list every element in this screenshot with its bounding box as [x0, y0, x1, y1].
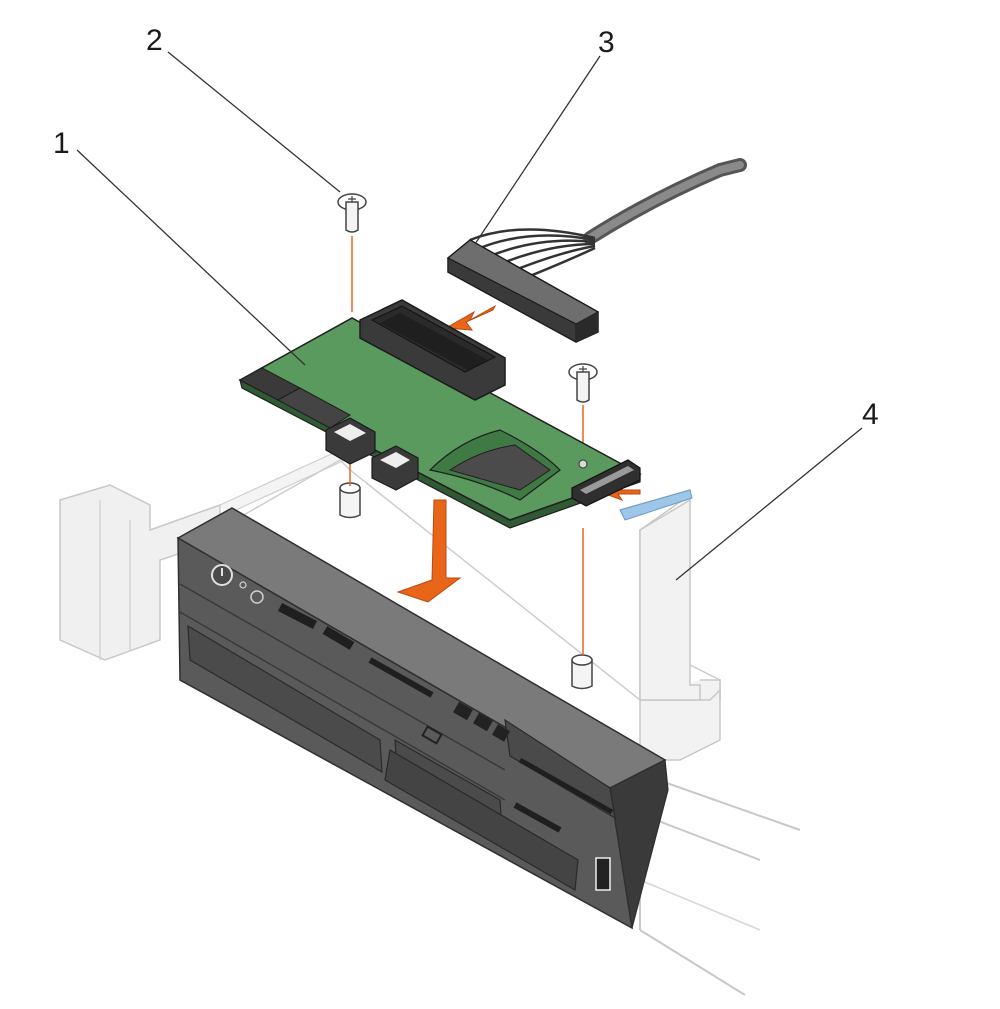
screw-icon [337, 193, 367, 233]
screw-icon [568, 363, 598, 403]
standoff-icon [339, 482, 361, 519]
front-control-panel [176, 507, 669, 930]
control-panel-board [238, 299, 642, 529]
callout-1: 1 [53, 127, 70, 160]
leader-line-1 [76, 149, 306, 366]
control-panel-cable-connector [446, 158, 747, 343]
left-chassis-bracket [59, 449, 346, 661]
usb-port-icon [595, 857, 611, 891]
direction-arrow-icon [396, 499, 462, 603]
callout-4: 4 [862, 398, 879, 431]
standoff-icon [571, 654, 593, 690]
leader-line-2 [167, 51, 341, 193]
power-button-icon [211, 564, 233, 586]
callout-3: 3 [598, 26, 615, 59]
callout-2: 2 [146, 24, 163, 57]
leader-line-3 [474, 55, 601, 245]
leader-line-4 [675, 427, 863, 581]
direction-arrow-icon [444, 304, 497, 331]
control-panel-cable [619, 489, 721, 701]
